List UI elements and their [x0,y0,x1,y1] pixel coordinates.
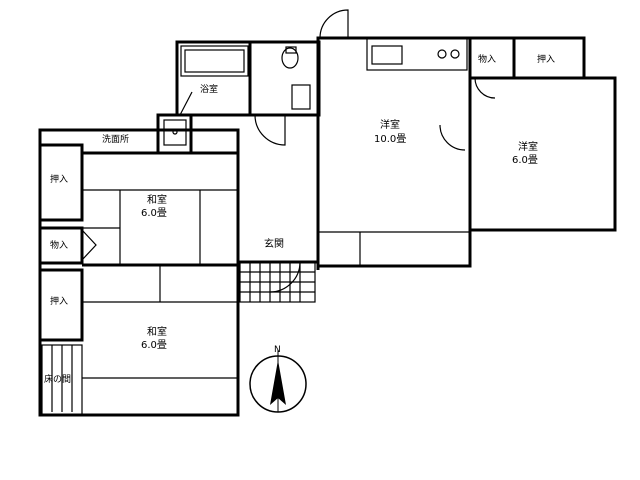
ldk-size-label: 10.0畳 [374,133,406,145]
toilet [281,47,299,69]
stove-burner [437,49,447,59]
closet-left-1-label: 押入 [50,173,68,185]
closet-top-label: 押入 [537,53,555,65]
closet-left-2-label: 押入 [50,295,68,307]
kitchen-sink [371,45,403,65]
japanese-1-name-label: 和室 [147,193,167,206]
bath-area [175,40,321,117]
japanese-2-size-label: 6.0畳 [141,339,167,351]
kitchen-counter [366,37,468,71]
wash-sink [163,119,187,146]
western-room [468,76,617,232]
entrance-label: 玄関 [264,237,284,250]
japanese-2-name-label: 和室 [147,325,167,338]
compass-north-label: N [274,345,281,355]
tokonoma-label: 床の間 [44,373,71,385]
western-size-label: 6.0畳 [512,154,538,166]
ldk-name-label: 洋室 [380,118,400,131]
washroom-label: 洗面所 [102,133,129,145]
entrance-tiles [239,261,316,303]
storage-top-label: 物入 [478,53,496,65]
washroom-area [156,113,286,155]
bath-label: 浴室 [200,83,218,95]
stove-burner [450,49,460,59]
bathtub [180,45,249,77]
storage-left-label: 物入 [50,239,68,251]
western-name-label: 洋室 [518,140,538,153]
washbasin [291,84,311,110]
storage-top [468,36,516,99]
left-wing [38,128,240,417]
compass-icon: N [249,345,307,413]
japanese-1-size-label: 6.0畳 [141,207,167,219]
